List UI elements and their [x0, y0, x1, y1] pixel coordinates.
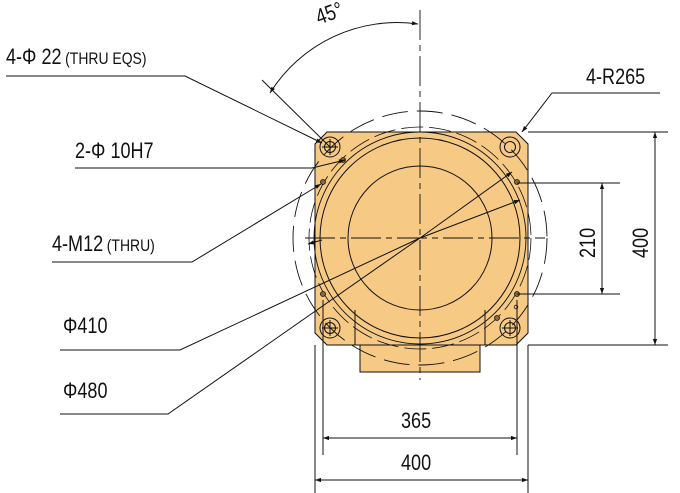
- flange-body: [314, 131, 529, 373]
- corner-radius-label: 4-R265: [586, 64, 646, 89]
- dim-vertical-400: 400: [628, 227, 653, 258]
- dimension-lines: [314, 131, 668, 493]
- through-holes-label: 4-Φ 22 (THRU EQS): [6, 44, 146, 70]
- dowel-holes-label: 2-Φ 10H7: [75, 138, 154, 163]
- outer-diameter-label: Φ480: [63, 378, 108, 403]
- inner-diameter-label: Φ410: [63, 313, 108, 338]
- dim-horizontal-400: 400: [401, 450, 432, 475]
- center-lines: [305, 10, 545, 380]
- tapped-holes-main: 4-M12: [52, 231, 104, 256]
- dim-vertical-210: 210: [575, 227, 600, 258]
- tapped-holes-label: 4-M12 (THRU): [52, 231, 155, 257]
- corner-through-holes: [319, 136, 521, 339]
- dim-horizontal-365: 365: [401, 408, 432, 433]
- tapped-holes-note: (THRU): [106, 236, 155, 255]
- through-holes-note: (THRU EQS): [65, 49, 147, 68]
- angle-dimension: [261, 21, 419, 148]
- leader-lines: [6, 75, 660, 415]
- through-holes-main: 4-Φ 22: [6, 44, 62, 69]
